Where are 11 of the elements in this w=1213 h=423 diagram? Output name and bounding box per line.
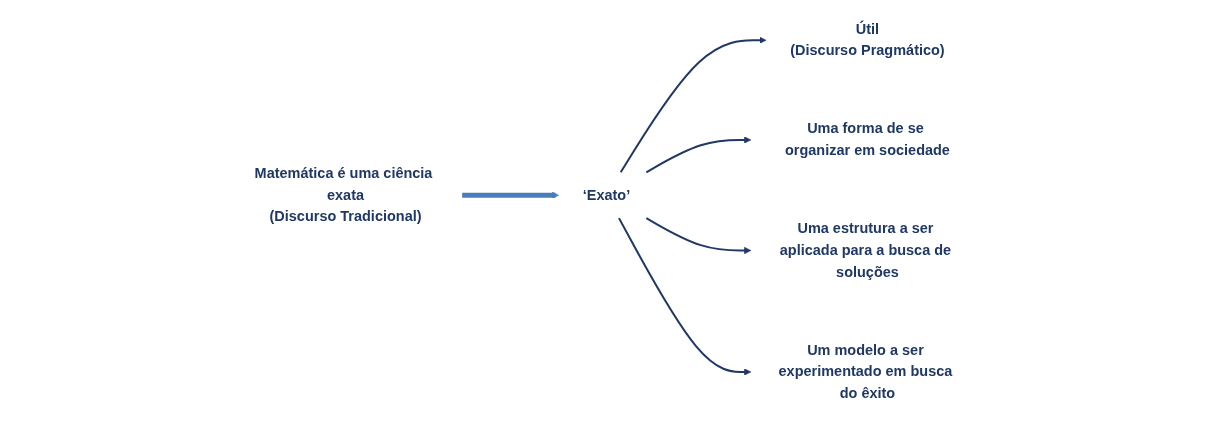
arrow bbox=[645, 136, 752, 174]
node-text: Uma estrutura a ser aplicada para a busca de soluções bbox=[779, 220, 952, 280]
arrow bbox=[645, 217, 752, 255]
node-text: Um modelo a ser experimentado em busca do êxito bbox=[778, 341, 953, 402]
node-text: Útil (Discurso Pragmático) bbox=[790, 20, 945, 59]
node-text: ‘Exato’ bbox=[582, 186, 631, 203]
arrow bbox=[619, 36, 767, 173]
arrow bbox=[462, 191, 559, 199]
node-text: Matemática é uma ciência exata (Discurso Tradicional) bbox=[254, 165, 433, 225]
node-text: Uma forma de se organizar em sociedade bbox=[785, 120, 950, 159]
arrow bbox=[618, 217, 752, 376]
